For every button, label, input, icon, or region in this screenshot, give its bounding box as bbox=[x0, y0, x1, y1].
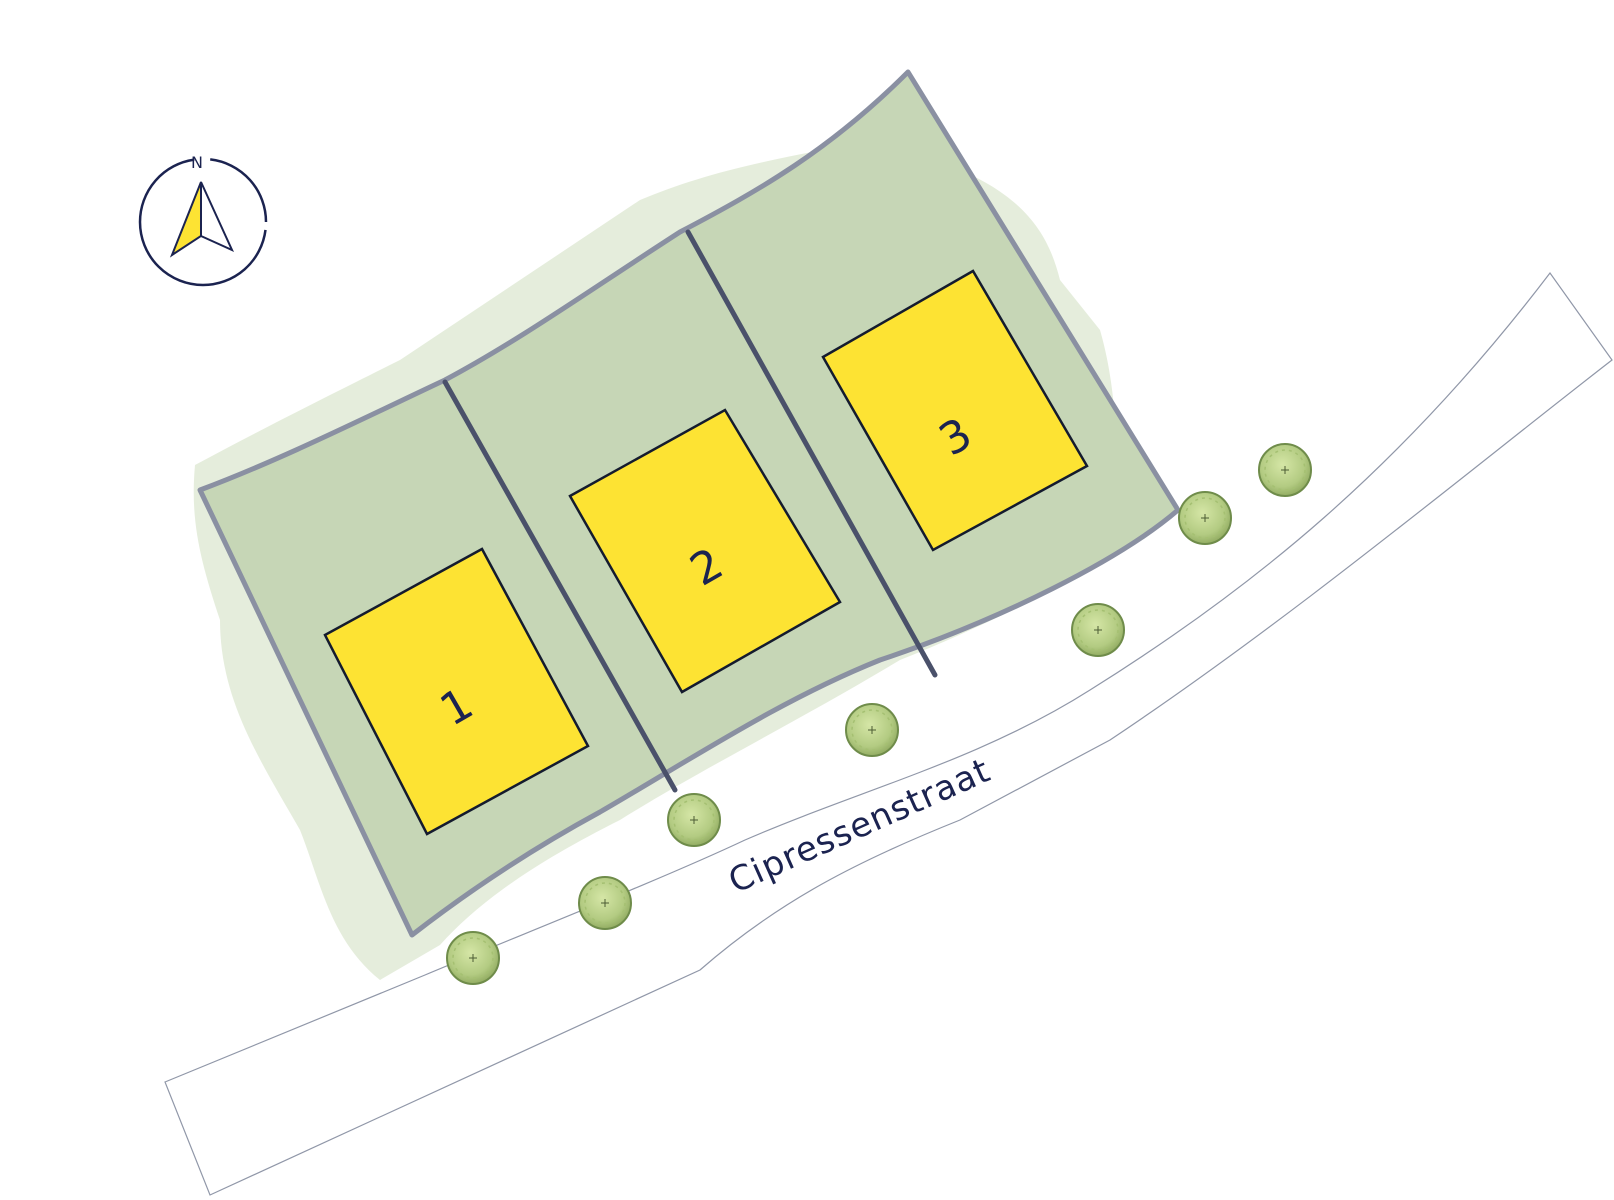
street-outline bbox=[164, 271, 1613, 1196]
lot-1[interactable]: 1 bbox=[323, 547, 590, 836]
tree-icon bbox=[578, 876, 632, 930]
tree-icon bbox=[1071, 603, 1125, 657]
lot-3[interactable]: 3 bbox=[821, 269, 1089, 552]
tree-icon bbox=[845, 703, 899, 757]
building-3[interactable] bbox=[821, 269, 1089, 552]
compass-north-label: N bbox=[191, 153, 203, 172]
compass-icon: N bbox=[138, 153, 268, 287]
building-2[interactable] bbox=[568, 408, 842, 694]
tree-icon bbox=[1258, 443, 1312, 497]
parcel-divider-1-2 bbox=[442, 379, 678, 793]
lot-2[interactable]: 2 bbox=[568, 408, 842, 694]
parcel-divider-2-3 bbox=[685, 229, 938, 678]
compass-arrow-right bbox=[200, 181, 235, 253]
street-name: Cipressenstraat bbox=[723, 750, 997, 901]
tree-icon bbox=[667, 793, 721, 847]
tree-icon bbox=[446, 931, 500, 985]
building-1[interactable] bbox=[323, 547, 590, 836]
tree-icon bbox=[1178, 491, 1232, 545]
